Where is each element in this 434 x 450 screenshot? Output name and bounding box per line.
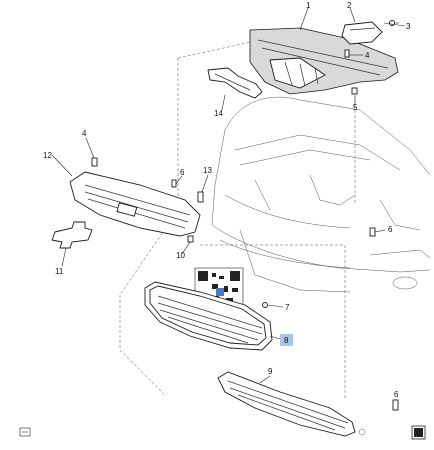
callout-8-highlight [280, 334, 293, 346]
front-fascia-outline [211, 96, 431, 293]
callout-6-left: 6 [180, 168, 185, 177]
callout-1: 1 [306, 1, 311, 10]
bottom-grille [217, 371, 356, 437]
callout-2: 2 [347, 1, 352, 10]
callout-13: 13 [203, 166, 212, 175]
callout-11: 11 [55, 267, 64, 276]
callout-7: 7 [285, 303, 290, 312]
fastener-6-left [171, 179, 177, 188]
lower-grille-assembly [144, 281, 273, 351]
upper-bracket [341, 21, 383, 45]
callout-6-right: 6 [388, 225, 393, 234]
callout-12: 12 [43, 151, 52, 160]
fastener-13 [197, 191, 204, 203]
callout-5: 5 [353, 103, 358, 112]
bowtie-emblem [51, 221, 93, 249]
callout-8: 8 [284, 336, 289, 345]
callout-14: 14 [214, 109, 223, 118]
deflector-bracket [207, 67, 263, 99]
callout-3: 3 [406, 22, 411, 31]
fastener-6-bottom [358, 399, 399, 436]
orientation-icon [19, 427, 31, 437]
callout-4-left: 4 [82, 129, 87, 138]
fastener-7 [262, 302, 268, 308]
callout-10: 10 [176, 251, 185, 260]
fastener-5 [351, 87, 358, 95]
fastener-10 [187, 235, 194, 243]
upper-air-baffle [249, 27, 399, 95]
gm-logo-icon [411, 425, 426, 440]
fastener-6-right [369, 227, 376, 237]
leader-lines [51, 7, 406, 384]
callout-9: 9 [268, 367, 273, 376]
reference-frame [119, 39, 356, 400]
callout-4-upper: 4 [365, 51, 370, 60]
callout-6-bottom: 6 [394, 390, 399, 399]
fastener-4-upper [344, 49, 350, 58]
upper-grille [69, 171, 201, 237]
fastener-4-left [91, 157, 98, 167]
